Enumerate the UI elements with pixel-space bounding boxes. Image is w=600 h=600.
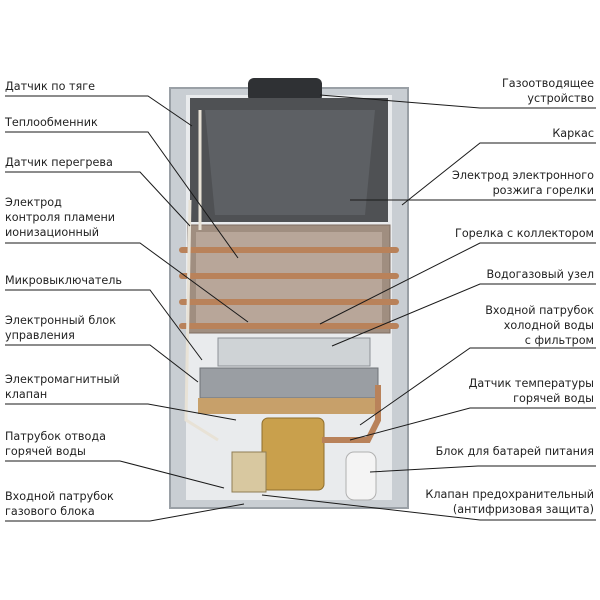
label-ionization-electrode: Электрод контроля пламени ионизационный (5, 195, 115, 240)
label-battery-box: Блок для батарей питания (436, 444, 594, 459)
label-hot-water-sensor: Датчик температуры горячей воды (469, 376, 594, 406)
label-water-gas-unit: Водогазовый узел (487, 267, 594, 282)
label-gas-inlet: Входной патрубок газового блока (5, 489, 114, 519)
burner (199, 367, 379, 399)
label-line: Клапан предохранительный (425, 488, 594, 501)
hot-water-pipe (322, 385, 381, 443)
label-safety-valve: Клапан предохранительный (антифризовая з… (425, 487, 594, 517)
leader-frame (401, 142, 596, 206)
label-line: Патрубок отвода (5, 430, 106, 443)
label-line: горячей воды (5, 445, 86, 458)
label-line: Датчик температуры (468, 377, 594, 390)
label-line: Водогазовый узел (486, 268, 594, 281)
leader-water-gas-unit (331, 283, 596, 347)
label-flue-device: Газоотводящее устройство (502, 76, 594, 106)
label-frame: Каркас (552, 126, 594, 141)
label-line: управления (5, 329, 75, 342)
label-line: Каркас (552, 127, 594, 140)
leader-flue-device (319, 94, 596, 109)
label-hot-water-outlet: Патрубок отвода горячей воды (5, 429, 106, 459)
label-cold-water-inlet: Входной патрубок холодной воды с фильтро… (485, 303, 594, 348)
leader-gas-inlet (5, 503, 245, 522)
label-line: контроля пламени (5, 211, 116, 224)
label-line: клапан (5, 388, 48, 401)
label-line: Входной патрубок (485, 304, 594, 317)
hood-shade (205, 110, 375, 215)
leader-draft-sensor (5, 95, 193, 127)
label-draft-sensor: Датчик по тяге (5, 79, 95, 94)
label-solenoid-valve: Электромагнитный клапан (5, 372, 120, 402)
label-burner-collector: Горелка с коллектором (455, 226, 594, 241)
label-control-unit: Электронный блок управления (5, 313, 116, 343)
leader-microswitch (5, 289, 203, 361)
label-line: розжига горелки (492, 184, 594, 197)
leader-cold-water-inlet (359, 347, 596, 426)
label-overheat-sensor: Датчик перегрева (5, 155, 113, 170)
leader-hot-water-sensor (349, 407, 596, 441)
label-heat-exchanger: Теплообменник (5, 115, 98, 130)
label-line: (антифризовая защита) (452, 503, 594, 516)
label-line: Датчик перегрева (5, 156, 113, 169)
control-unit (217, 337, 371, 367)
label-line: Электромагнитный (5, 373, 120, 386)
leader-burner-collector (319, 242, 596, 325)
flue-outlet (248, 78, 322, 102)
label-ignition-electrode: Электрод электронного розжига горелки (452, 168, 594, 198)
label-line: Электрод (5, 196, 62, 209)
label-line: холодной воды (503, 319, 594, 332)
label-line: Горелка с коллектором (455, 227, 594, 240)
leader-control-unit (5, 344, 199, 383)
leader-battery-box (369, 465, 596, 473)
leader-ionization-electrode (5, 242, 249, 323)
gas-valve (231, 451, 267, 493)
leader-hot-water-outlet (5, 460, 225, 489)
label-line: Электронный блок (5, 314, 117, 327)
label-line: Теплообменник (5, 116, 98, 129)
label-line: газового блока (5, 505, 95, 518)
label-line: с фильтром (524, 334, 594, 347)
leader-overheat-sensor (5, 171, 191, 227)
label-line: Газоотводящее (501, 77, 594, 90)
label-line: Электрод электронного (452, 169, 594, 182)
battery-box (345, 451, 377, 501)
leader-solenoid-valve (5, 403, 237, 421)
label-microswitch: Микровыключатель (5, 273, 122, 288)
copper-coils (179, 247, 399, 329)
label-line: ионизационный (5, 226, 99, 239)
wires (184, 110, 219, 442)
label-line: Входной патрубок (5, 490, 114, 503)
label-line: Блок для батарей питания (435, 445, 594, 458)
label-line: устройство (527, 92, 594, 105)
leader-heat-exchanger (5, 131, 239, 259)
leader-lines (5, 94, 596, 522)
burner-collector (198, 398, 380, 414)
label-line: горячей воды (513, 392, 594, 405)
water-gas-unit (261, 417, 325, 491)
label-line: Датчик по тяге (5, 80, 96, 93)
label-line: Микровыключатель (5, 274, 122, 287)
leader-safety-valve (261, 494, 596, 521)
